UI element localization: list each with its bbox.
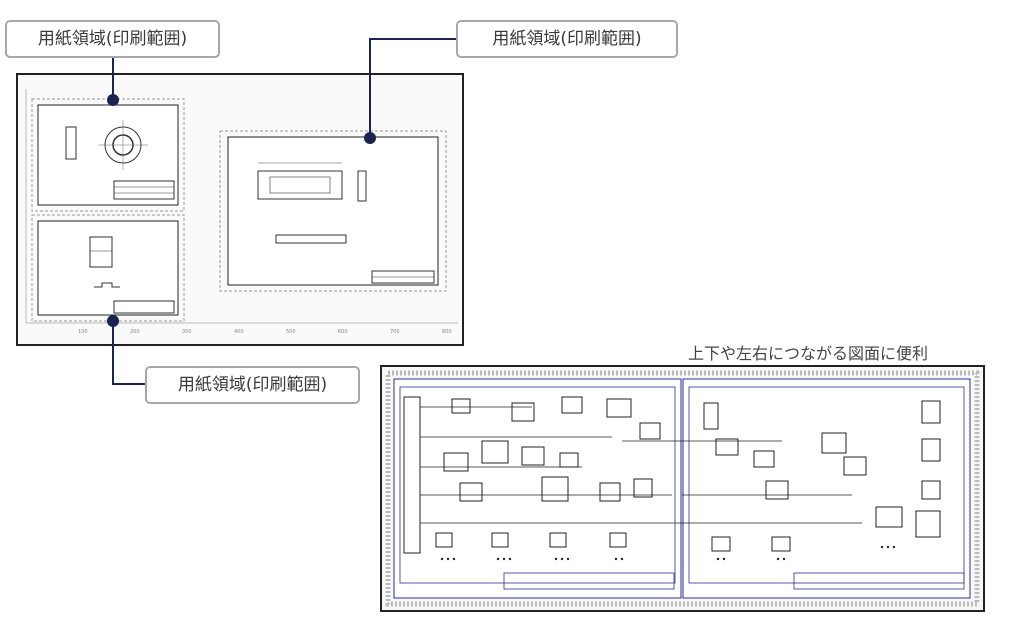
ruler-tick-100: 100 [78,329,88,335]
ruler-tick-500: 500 [286,329,296,335]
ruler-tick-400: 400 [234,329,244,335]
ruler-tick-200: 200 [130,329,140,335]
schematic-sheet-right [682,378,971,599]
ruler-tick-700: 700 [390,329,400,335]
schematic-drawing-view [380,365,985,612]
cad-sheet-layout-view: 100 200 300 400 500 600 700 800 [16,73,464,346]
schematic-sheet-left [393,378,682,599]
ruler-tick-800: 800 [442,329,452,335]
paper-area-callout-top-left: 用紙領域(印刷範囲) [5,20,220,58]
cad-drawing-canvas: 100 200 300 400 500 600 700 800 [18,75,462,344]
continuous-drawing-caption: 上下や左右につながる図面に便利 [688,344,929,363]
ruler-tick-600: 600 [338,329,348,335]
paper-area-sheet-3 [219,130,447,292]
paper-area-callout-top-right: 用紙領域(印刷範囲) [456,20,678,58]
paper-area-sheet-2 [31,214,185,322]
paper-area-callout-bottom: 用紙領域(印刷範囲) [145,366,360,404]
schematic-canvas [382,367,983,610]
ruler-tick-300: 300 [182,329,192,335]
